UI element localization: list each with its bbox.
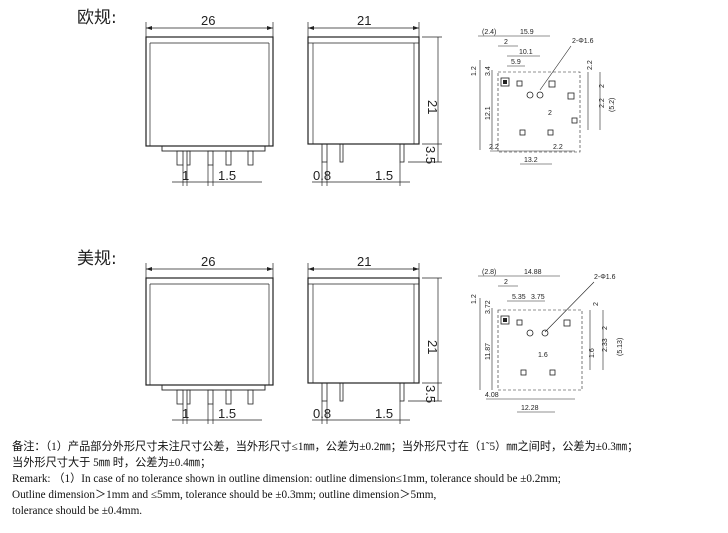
svg-text:15.9: 15.9 <box>520 29 534 36</box>
side-thk-us: 0.8 <box>313 406 331 421</box>
front-view-us: 26 1 1.5 <box>145 254 274 424</box>
front-view-eu: 26 1 1.5 <box>145 13 274 186</box>
svg-text:12.28: 12.28 <box>521 405 539 412</box>
side-thk-eu: 0.8 <box>313 168 331 183</box>
svg-text:2: 2 <box>599 84 606 88</box>
pcb-layout-us: (2.8) 14.88 2 5.35 3.75 2-Φ1.6 1.2 3.72 … <box>471 269 624 413</box>
svg-text:12.1: 12.1 <box>485 106 492 120</box>
svg-text:2: 2 <box>548 110 552 117</box>
pcb-layout-eu: (2.4) 15.9 2 10.1 5.9 2-Φ1.6 1.2 3.4 12.… <box>471 29 616 165</box>
side-height-eu: 21 <box>425 100 440 114</box>
side-height-us: 21 <box>425 340 440 354</box>
svg-text:14.88: 14.88 <box>524 269 542 276</box>
remark-cn-line-2: 当外形尺寸大于 5㎜ 时，公差为±0.4㎜； <box>12 457 212 469</box>
svg-text:13.2: 13.2 <box>524 157 538 164</box>
front-width-eu: 26 <box>201 13 215 28</box>
svg-text:1.6: 1.6 <box>589 348 596 358</box>
svg-text:(5.13): (5.13) <box>617 338 624 356</box>
remark-en-line-2: Outline dimension＞1mm and ≤5mm, toleranc… <box>12 489 437 501</box>
side-view-eu: 21 21 3.5 0.8 1.5 <box>307 13 442 186</box>
svg-text:(5.2): (5.2) <box>609 98 616 112</box>
svg-text:2.2: 2.2 <box>553 144 563 151</box>
remark-cn-line-1: 备注：（1）产品部分外形尺寸未注尺寸公差，当外形尺寸≤1㎜，公差为±0.2㎜；当… <box>12 441 639 453</box>
side-pinlen-eu: 3.5 <box>423 146 438 164</box>
front-pitch-b-us: 1.5 <box>218 406 236 421</box>
svg-text:11.87: 11.87 <box>485 343 492 360</box>
svg-text:1.2: 1.2 <box>471 66 478 76</box>
svg-text:2: 2 <box>504 39 508 46</box>
svg-text:2.2: 2.2 <box>587 60 594 70</box>
section-title-eu: 欧规: <box>77 8 117 28</box>
hole-label-eu: 2-Φ1.6 <box>572 38 594 45</box>
remark-en-line-3: tolerance should be ±0.4mm. <box>12 505 143 517</box>
svg-text:(2.4): (2.4) <box>482 29 496 36</box>
side-pitch-eu: 1.5 <box>375 168 393 183</box>
side-pitch-us: 1.5 <box>375 406 393 421</box>
side-width-us: 21 <box>357 254 371 269</box>
front-pitch-a-eu: 1 <box>182 168 189 183</box>
svg-text:2: 2 <box>593 302 600 306</box>
svg-text:(2.8): (2.8) <box>482 269 496 276</box>
remark-en-line-1: Remark: （1）In case of no tolerance shown… <box>12 473 561 485</box>
svg-text:5.9: 5.9 <box>511 59 521 66</box>
svg-text:3.4: 3.4 <box>485 66 492 76</box>
hole-label-us: 2-Φ1.6 <box>594 274 616 281</box>
svg-text:2.33: 2.33 <box>602 338 609 352</box>
svg-text:10.1: 10.1 <box>519 49 533 56</box>
svg-text:2.2: 2.2 <box>599 98 606 108</box>
svg-text:3.75: 3.75 <box>531 294 545 301</box>
svg-text:1.2: 1.2 <box>471 294 478 304</box>
front-pitch-b-eu: 1.5 <box>218 168 236 183</box>
front-pitch-a-us: 1 <box>182 406 189 421</box>
svg-text:2: 2 <box>602 326 609 330</box>
side-pinlen-us: 3.5 <box>423 385 438 403</box>
svg-text:2.2: 2.2 <box>489 144 499 151</box>
side-width-eu: 21 <box>357 13 371 28</box>
section-title-us: 美规: <box>77 249 117 269</box>
svg-text:5.35: 5.35 <box>512 294 526 301</box>
svg-text:1.6: 1.6 <box>538 352 548 359</box>
remarks: 备注：（1）产品部分外形尺寸未注尺寸公差，当外形尺寸≤1㎜，公差为±0.2㎜；当… <box>12 439 724 519</box>
side-view-us: 21 21 3.5 0.8 1.5 <box>307 254 442 424</box>
svg-text:3.72: 3.72 <box>485 300 492 314</box>
svg-text:4.08: 4.08 <box>485 392 499 399</box>
front-width-us: 26 <box>201 254 215 269</box>
svg-text:2: 2 <box>504 279 508 286</box>
